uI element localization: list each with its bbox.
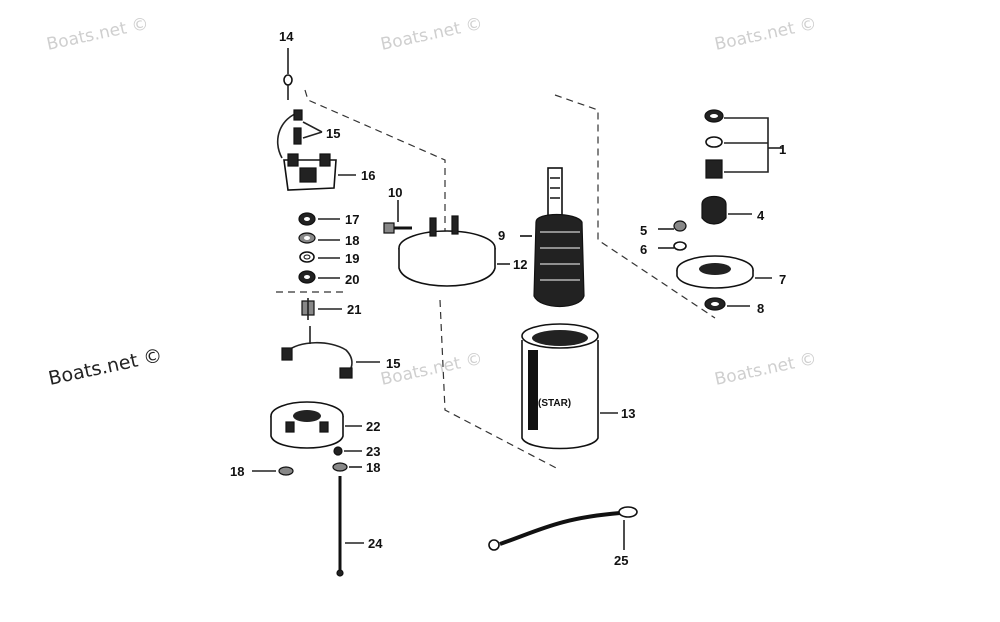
- callout-8: 8: [757, 301, 764, 316]
- part-13-housing: (STAR): [521, 323, 618, 450]
- callout-19: 19: [345, 251, 359, 266]
- callout-24: 24: [368, 536, 383, 551]
- callout-22: 22: [366, 419, 380, 434]
- part-15-brush-lead: [281, 326, 380, 379]
- callout-14: 14: [279, 29, 294, 44]
- part-20-nut: [298, 270, 340, 284]
- part-18-washer-left: [252, 466, 294, 476]
- callout-20: 20: [345, 272, 359, 287]
- callout-7: 7: [779, 272, 786, 287]
- callout-9: 9: [498, 228, 505, 243]
- part-23-washer: [333, 446, 362, 456]
- part-6-washer: [658, 241, 687, 251]
- watermark: Boats.net ©: [45, 14, 151, 55]
- callout-16: 16: [361, 168, 375, 183]
- part-4-terminal-cap: [701, 195, 752, 225]
- callout-18-left: 18: [230, 464, 244, 479]
- callout-5: 5: [640, 223, 647, 238]
- part-12-band: [398, 215, 510, 287]
- watermark: Boats.net ©: [713, 349, 819, 390]
- callout-18-lower: 18: [366, 460, 380, 475]
- callout-21: 21: [347, 302, 361, 317]
- part-7-end-plate: [676, 255, 772, 289]
- callout-1: 1: [779, 142, 786, 157]
- watermark: Boats.net ©: [379, 14, 485, 55]
- part-19-washer: [299, 251, 340, 263]
- part-5-nut: [658, 220, 687, 232]
- part-10-bolt: [383, 200, 412, 234]
- part-25-battery-cable: [488, 506, 638, 551]
- part-22-end-frame: [270, 401, 362, 449]
- part-15-brush-springs: [276, 109, 323, 159]
- part-9-armature: [520, 167, 585, 307]
- callout-18-upper: 18: [345, 233, 359, 248]
- callout-17: 17: [345, 212, 359, 227]
- callout-15-top: 15: [326, 126, 340, 141]
- part-18-washer: [298, 232, 340, 244]
- part-14-screw: [283, 48, 293, 100]
- assembly-guide-lines: [276, 89, 716, 471]
- part-21-terminal: [301, 298, 342, 320]
- housing-label: (STAR): [538, 398, 571, 409]
- part-24-through-bolt: [336, 476, 364, 577]
- callout-23: 23: [366, 444, 380, 459]
- watermark: Boats.net ©: [46, 344, 164, 390]
- callout-25: 25: [614, 553, 628, 568]
- part-17-nut: [298, 212, 340, 226]
- part-8-washer: [704, 297, 750, 311]
- callout-4: 4: [757, 208, 765, 223]
- callout-13: 13: [621, 406, 635, 421]
- watermark: Boats.net ©: [713, 14, 819, 55]
- callout-10: 10: [388, 185, 402, 200]
- callout-15-lower: 15: [386, 356, 400, 371]
- callout-12: 12: [513, 257, 527, 272]
- part-1-nut-set: [704, 109, 782, 179]
- part-18-washer-lower: [332, 462, 362, 472]
- callout-6: 6: [640, 242, 647, 257]
- part-16-brush-holder: [283, 153, 356, 191]
